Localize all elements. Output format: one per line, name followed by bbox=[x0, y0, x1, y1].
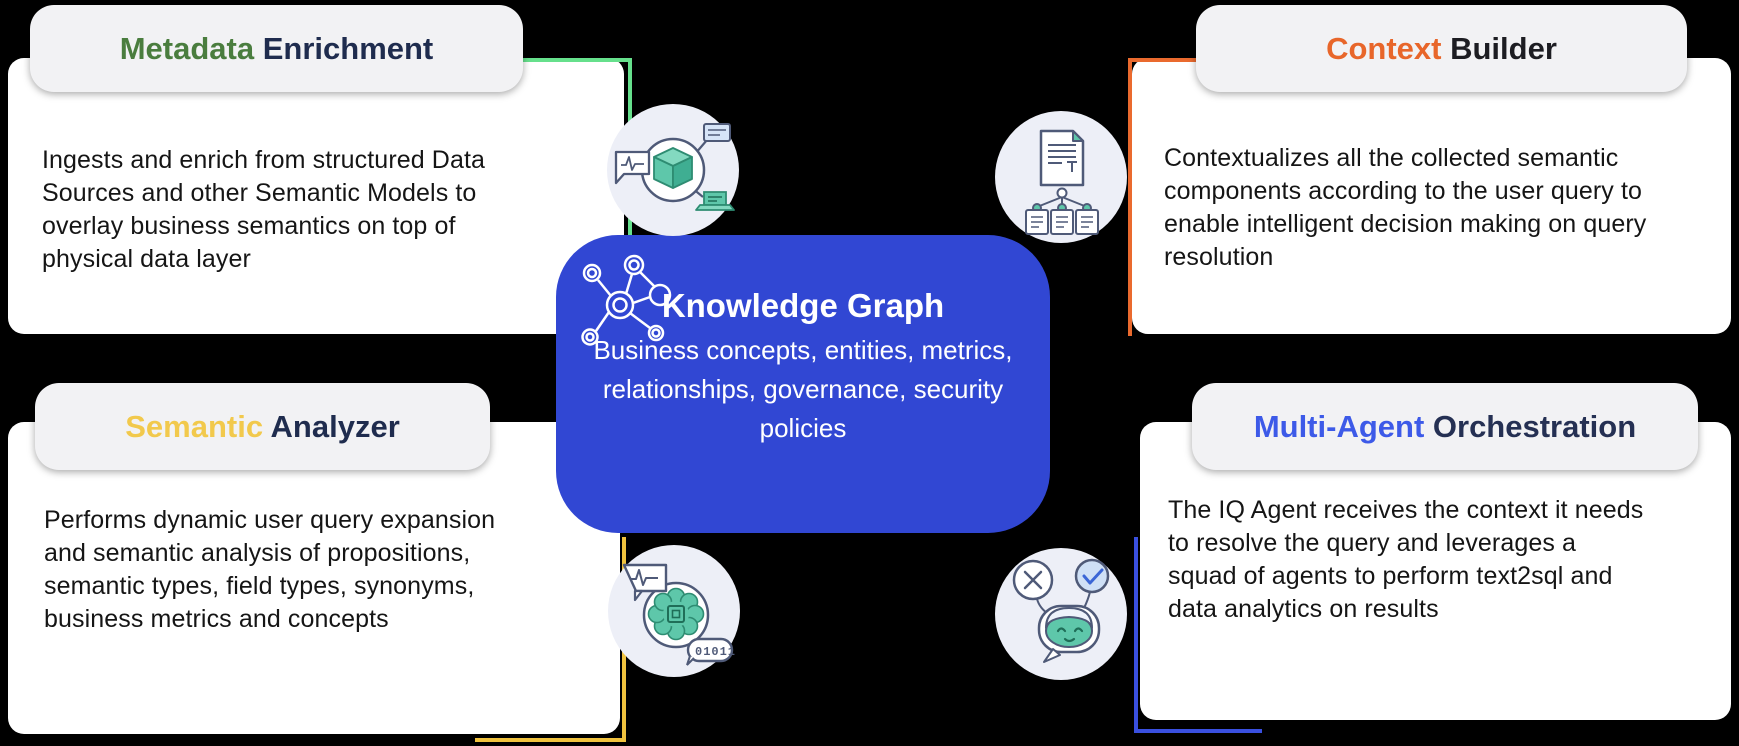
robot-agent-icon bbox=[995, 548, 1127, 680]
svg-text:01011: 01011 bbox=[695, 645, 736, 659]
context-title-rest: Builder bbox=[1441, 30, 1557, 66]
multi-agent-orchestration-card: The IQ Agent receives the context it nee… bbox=[1140, 422, 1731, 720]
semantic-title-rest: Analyzer bbox=[263, 408, 400, 444]
metadata-enrichment-card: Ingests and enrich from structured Data … bbox=[8, 58, 624, 334]
semantic-analyzer-title-badge: Semantic Analyzer bbox=[35, 383, 490, 470]
multiagent-title-rest: Orchestration bbox=[1424, 408, 1637, 444]
metadata-enrichment-title-badge: Metadata Enrichment bbox=[30, 5, 523, 92]
knowledge-graph-network-icon bbox=[581, 254, 672, 346]
context-title-accent: Context bbox=[1326, 30, 1442, 66]
semantic-accent-line bbox=[475, 537, 626, 742]
knowledge-graph-description: Business concepts, entities, metrics, re… bbox=[593, 335, 1013, 443]
context-builder-title-badge: Context Builder bbox=[1196, 5, 1687, 92]
document-tree-icon bbox=[995, 111, 1127, 243]
metadata-title-rest: Enrichment bbox=[254, 30, 434, 66]
multiagent-title-accent: Multi-Agent bbox=[1253, 408, 1425, 444]
multi-agent-title-badge: Multi-Agent Orchestration bbox=[1192, 383, 1698, 470]
metadata-enrichment-description: Ingests and enrich from structured Data … bbox=[42, 146, 485, 273]
context-accent-line bbox=[1128, 58, 1204, 336]
data-cube-ingest-icon bbox=[607, 104, 739, 236]
ai-brain-chip-icon: 01011 bbox=[608, 545, 740, 677]
metadata-title-accent: Metadata bbox=[119, 30, 255, 66]
semantic-title-accent: Semantic bbox=[125, 408, 264, 444]
context-builder-card: Contextualizes all the collected semanti… bbox=[1132, 58, 1731, 334]
context-builder-description: Contextualizes all the collected semanti… bbox=[1164, 144, 1647, 271]
semantic-analyzer-card: Performs dynamic user query expansion an… bbox=[8, 422, 620, 734]
multiagent-accent-line bbox=[1134, 537, 1262, 733]
knowledge-graph-title: Knowledge Graph bbox=[661, 287, 945, 324]
multi-agent-orchestration-description: The IQ Agent receives the context it nee… bbox=[1168, 496, 1644, 623]
knowledge-graph-card: Knowledge Graph Business concepts, entit… bbox=[556, 235, 1050, 533]
semantic-analyzer-description: Performs dynamic user query expansion an… bbox=[44, 506, 496, 633]
